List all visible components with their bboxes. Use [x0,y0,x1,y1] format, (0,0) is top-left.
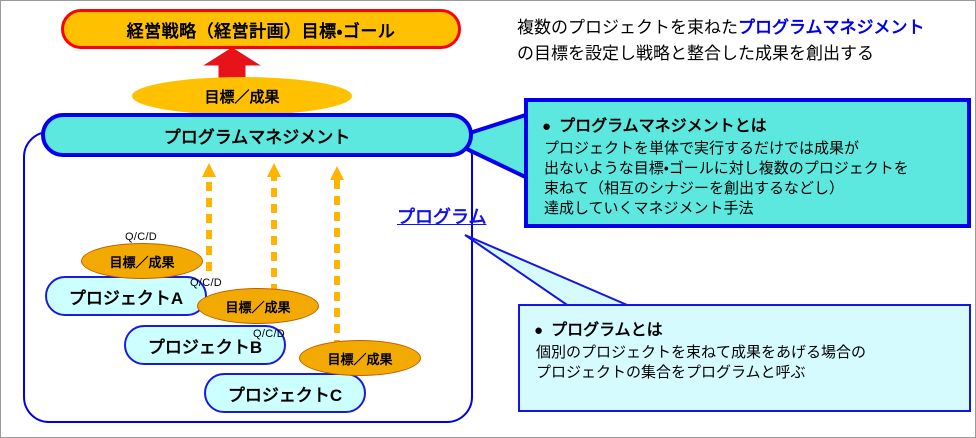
project-a-contribution-arrow [202,163,216,271]
project-b-contribution-arrow [267,163,281,309]
callout-pm-line-2: 出ないような目標・ゴールに対し複数のプロジェクトを [544,159,909,177]
callout-program-title: ● プログラムとは [534,316,959,340]
program-goal-label: 目標／成果 [204,88,280,106]
project-a-goal-label: 目標／成果 [109,254,175,270]
project-b-goal-ellipse: 目標／成果 [197,288,319,324]
project-c-contribution-arrow [330,166,344,349]
bullet-icon: ● [542,118,552,135]
callout-pm-title-text: プログラムマネジメントとは [559,118,767,135]
callout-pm-body: プロジェクトを単体で実行するだけでは成果が 出ないような目標・ゴールに対し複数の… [544,139,957,219]
program-management-label: プログラムマネジメント [163,127,351,147]
bullet-icon: ● [534,322,544,339]
project-a-box: プロジェクトA [45,276,207,316]
callout-pm-line-1: プロジェクトを単体で実行するだけでは成果が [544,140,860,157]
project-b-label: プロジェクトB [147,337,263,357]
callout-pm-line-4: 達成していくマネジメント手法 [544,199,754,217]
project-c-label: プロジェクトC [227,385,343,405]
program-goal-ellipse: 目標／成果 [132,77,352,115]
project-b-goal-label: 目標／成果 [225,299,291,315]
project-c-goal-label: 目標／成果 [327,351,393,367]
callout-pm-line-3: 束ねて（相互のシナジーを創出するなどし） [544,179,845,197]
callout-program: ● プログラムとは 個別のプロジェクトを束ねて成果をあげる場合の プロジェクトの集… [518,304,971,412]
project-c-box: プロジェクトC [204,373,366,413]
strategy-goal-pill: 経営戦略（経営計画）目標・ゴール [61,9,461,49]
project-b-qcd-label: Q/C/D [190,277,223,289]
program-label: プログラム [397,207,487,227]
project-c-goal-ellipse: 目標／成果 [299,340,421,376]
strategy-goal-label: 経営戦略（経営計画）目標・ゴール [126,21,396,41]
project-a-qcd-label: Q/C/D [125,231,158,243]
callout-program-title-text: プログラムとは [551,322,663,339]
callout-pm-pointer [448,109,538,186]
headline-line1-pre: 複数のプロジェクトを束ねた [517,18,738,37]
headline-line2: の目標を設定し戦略と整合した成果を創出する [517,44,874,64]
callout-program-line-1: 個別のプロジェクトを束ねて成果をあげる場合の [536,344,867,361]
red-up-arrow-icon [203,48,261,82]
headline-accent: プログラムマネジメント [738,18,925,37]
project-a-label: プロジェクトA [68,288,184,308]
project-a-goal-ellipse: 目標／成果 [81,243,203,279]
callout-pm-title: ● プログラムマネジメントとは [542,112,957,136]
callout-program-management: ● プログラムマネジメントとは プロジェクトを単体で実行するだけでは成果が 出ない… [524,98,971,228]
program-management-box: プログラムマネジメント [41,113,473,157]
callout-program-pointer [464,234,642,312]
callout-program-body: 個別のプロジェクトを束ねて成果をあげる場合の プロジェクトの集合をプログラムと呼… [536,343,959,383]
project-c-qcd-label: Q/C/D [253,328,286,340]
project-b-box: プロジェクトB [124,325,286,365]
callout-program-line-2: プロジェクトの集合をプログラムと呼ぶ [536,363,806,381]
headline-text: 複数のプロジェクトを束ねたプログラムマネジメント の目標を設定し戦略と整合した成… [517,15,972,68]
